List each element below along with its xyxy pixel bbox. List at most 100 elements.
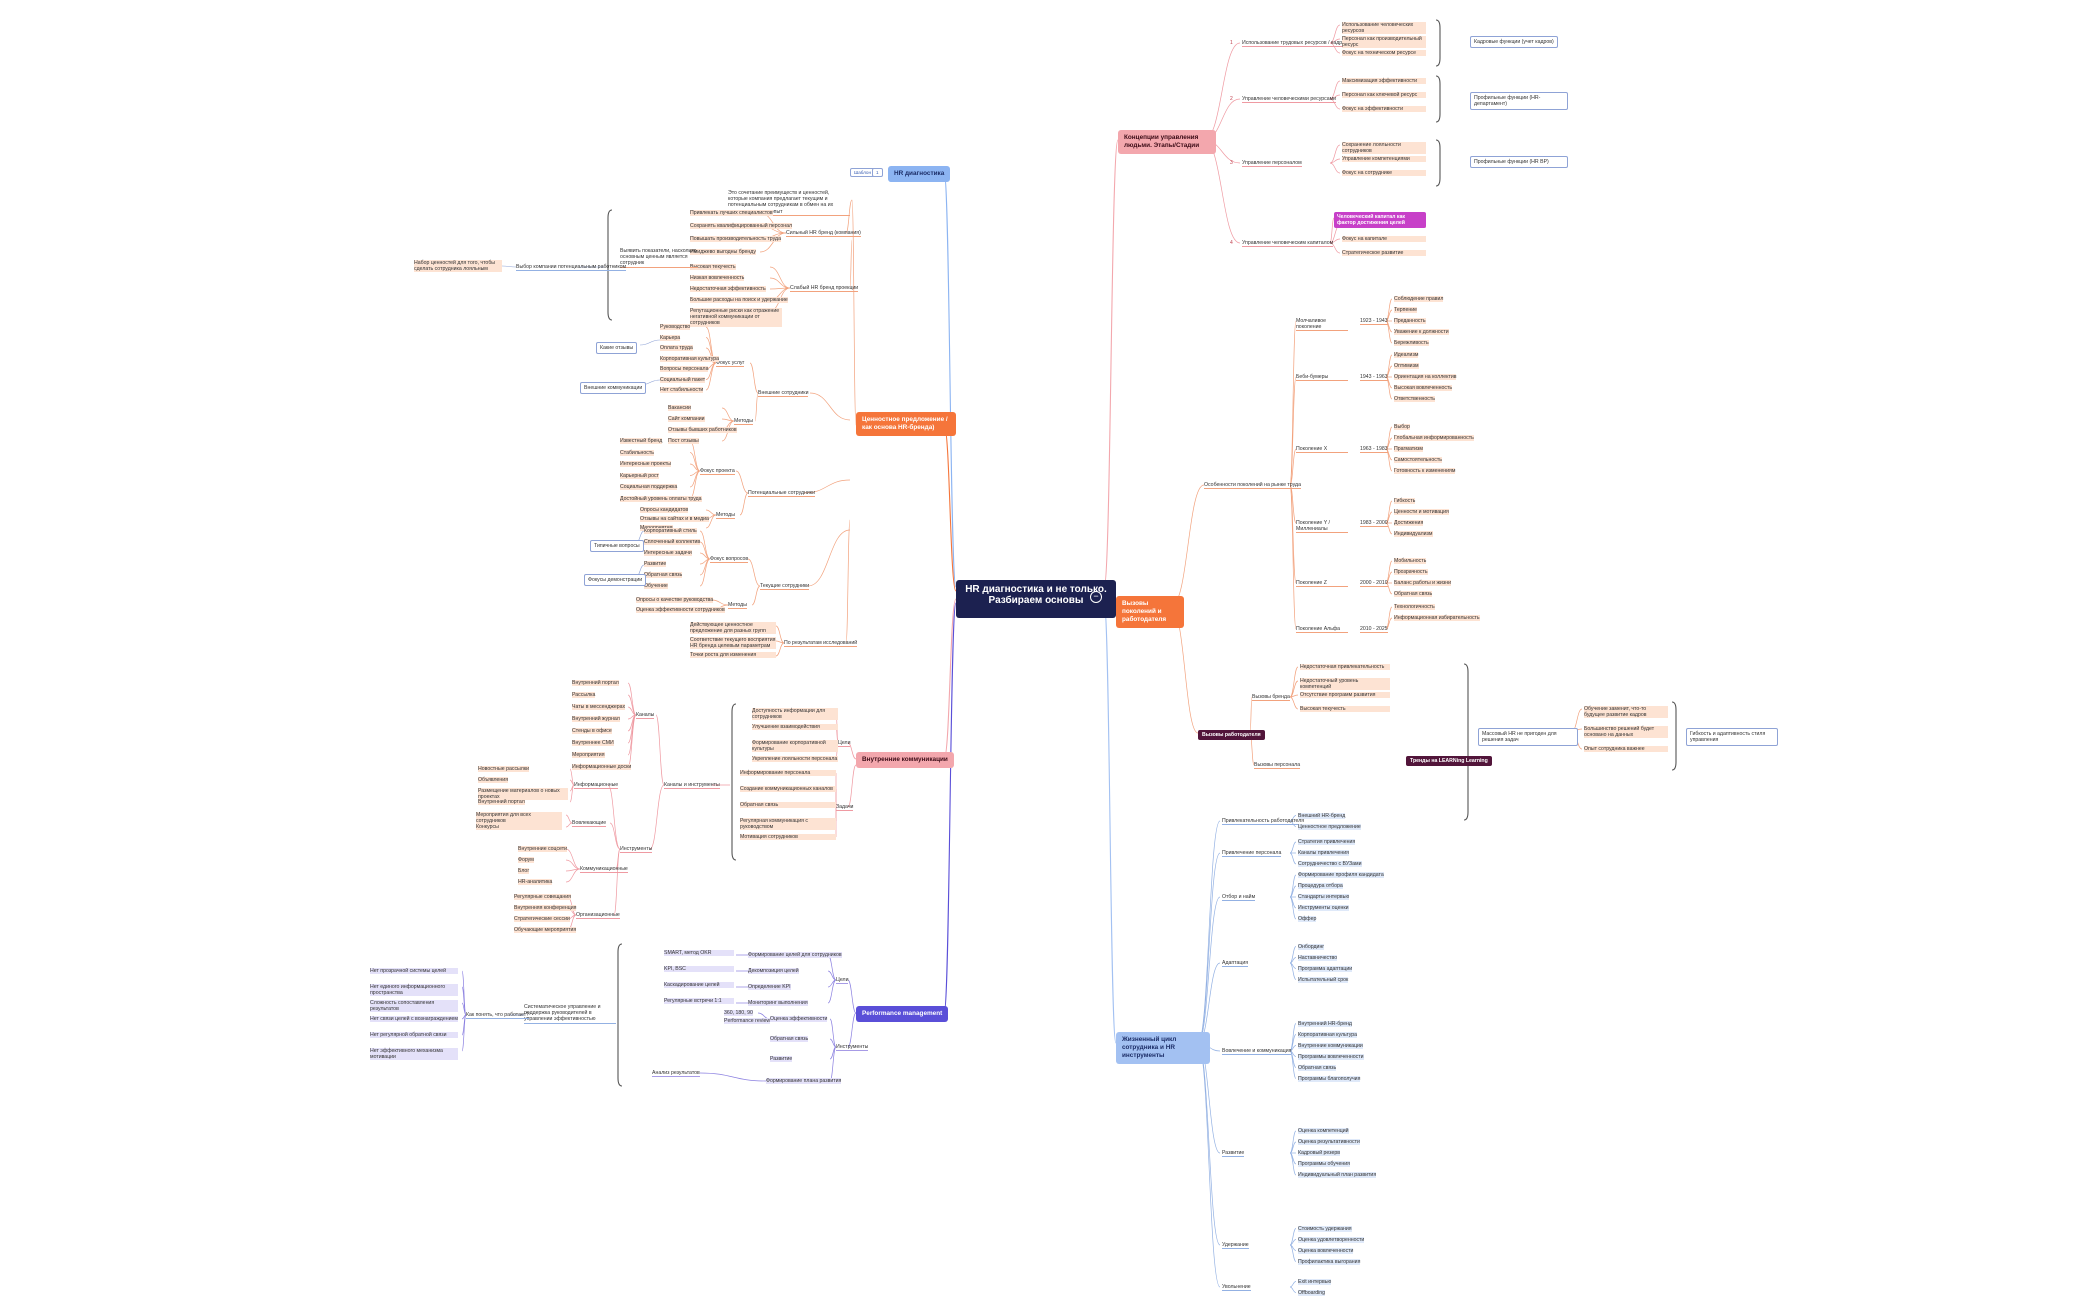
performance-goal-method[interactable]: KPI, BSC — [664, 966, 734, 973]
performance-goal-method[interactable]: SMART, метод OKR — [664, 950, 734, 957]
research-result-item[interactable]: Соответствие текущего восприятия HR брен… — [690, 637, 776, 650]
performance-tool-method[interactable]: Performance review — [724, 1018, 771, 1025]
channel-item[interactable]: Стенды в офисе — [572, 728, 612, 735]
concept-stage-item[interactable]: Стратегическое развитие — [1342, 250, 1426, 257]
concept-stage-node[interactable]: Управление человеческими ресурсами — [1242, 96, 1337, 104]
generation-trait[interactable]: Ценности и мотивация — [1394, 509, 1449, 516]
lifecycle-stage-item[interactable]: Ценностное предложение — [1298, 823, 1361, 830]
org-tool-item[interactable]: Внутренняя конференция — [514, 905, 577, 912]
performance-goal-item[interactable]: Мониторинг выполнения — [748, 1000, 808, 1007]
employer-choice-node[interactable]: Выбор компании потенциальным работником — [516, 264, 627, 272]
lifecycle-stage-item[interactable]: Онбординг — [1298, 943, 1325, 950]
lifecycle-stage-item[interactable]: Сотрудничество с ВУЗами — [1298, 861, 1362, 868]
trend-note[interactable]: Опыт сотрудника важнее — [1584, 746, 1668, 753]
employer-challenges-head[interactable]: Вызовы работодателя — [1198, 730, 1265, 741]
concept-stage-item[interactable]: Фокус на сотруднике — [1342, 170, 1426, 177]
lifecycle-stage-item[interactable]: Оценка вовлеченности — [1298, 1247, 1354, 1254]
lifecycle-stage-item[interactable]: Стратегия привлечения — [1298, 839, 1356, 846]
generations-head-node[interactable]: Особенности поколений на рынке труда — [1204, 482, 1301, 490]
channels-group-node[interactable]: Каналы и инструменты — [664, 782, 720, 790]
learning-trends-tag[interactable]: Тренды на LEARNing Learning — [1406, 756, 1492, 767]
generation-trait[interactable]: Гибкость — [1394, 498, 1416, 505]
org-tool-item[interactable]: Стратегические сессии — [514, 916, 570, 923]
internal-task-item[interactable]: Информирование персонала — [740, 770, 836, 777]
external-focus-item[interactable]: Вопросы персонала — [660, 366, 709, 373]
performance-goal-method[interactable]: Каскадирование целей — [664, 982, 734, 989]
concept-stage-item[interactable]: Персонал как ключевой ресурс — [1342, 92, 1426, 99]
lifecycle-stage-item[interactable]: Стандарты интервью — [1298, 894, 1350, 901]
lifecycle-stage-item[interactable]: Программы вовлеченности — [1298, 1053, 1364, 1060]
lifecycle-stage-item[interactable]: Каналы привлечения — [1298, 850, 1349, 857]
branch-value-proposition[interactable]: Ценностное предложение / как основа HR-б… — [856, 412, 956, 436]
internal-goals-node[interactable]: Цели — [838, 740, 851, 748]
generation-trait[interactable]: Информационная избирательность — [1394, 615, 1480, 622]
research-results-node[interactable]: По результатам исследований — [784, 640, 858, 648]
lifecycle-stage-node[interactable]: Развитие — [1222, 1150, 1245, 1158]
generation-years[interactable]: 1943 - 1963 — [1360, 374, 1388, 382]
weak-brand-item[interactable]: Недостаточная эффективность — [690, 286, 766, 293]
lifecycle-stage-item[interactable]: Внутренние коммуникации — [1298, 1042, 1363, 1049]
current-focus-item[interactable]: Сплоченный коллектив — [644, 539, 701, 546]
communication-tools-node[interactable]: Коммуникационные — [580, 866, 628, 874]
generation-node[interactable]: Поколение Z — [1296, 580, 1348, 588]
concept-stage-note[interactable]: Профильные функции (HR BP) — [1470, 156, 1568, 169]
lifecycle-stage-item[interactable]: Процедура отбора — [1298, 883, 1343, 890]
channel-item[interactable]: Рассылка — [572, 692, 596, 699]
typical-questions-box[interactable]: Типичные вопросы — [590, 540, 644, 553]
concept-stage-item[interactable]: Фокус на техническом ресурсе — [1342, 50, 1426, 57]
external-focus-item[interactable]: Нет стабильности — [660, 387, 704, 394]
lifecycle-stage-node[interactable]: Адаптация — [1222, 960, 1249, 968]
performance-problem-item[interactable]: Нет прозрачной системы целей — [370, 968, 458, 975]
concept-stage-note[interactable]: Профильные функции (HR-департамент) — [1470, 92, 1568, 111]
generation-years[interactable]: 1923 - 1943 — [1360, 318, 1388, 326]
channel-item[interactable]: Мероприятия — [572, 752, 605, 759]
performance-goal-method[interactable]: Регулярные встречи 1:1 — [664, 998, 734, 1005]
root-topic[interactable]: HR диагностика и не только. Разбираем ос… — [956, 580, 1116, 618]
branch-generations[interactable]: Вызовы поколений и работодателя — [1116, 596, 1184, 628]
lifecycle-stage-item[interactable]: Offboarding — [1298, 1289, 1326, 1296]
generation-trait[interactable]: Обратная связь — [1394, 591, 1433, 598]
lifecycle-stage-item[interactable]: Профилактика выгорания — [1298, 1258, 1361, 1265]
weak-brand-item[interactable]: Высокая текучесть — [690, 264, 736, 271]
performance-problem-item[interactable]: Нет единого информационного пространства — [370, 984, 458, 997]
generation-trait[interactable]: Баланс работы и жизни — [1394, 580, 1452, 587]
concept-stage-item[interactable]: Управление компетенциями — [1342, 156, 1426, 163]
concept-stage-item[interactable]: Фокус на капитале — [1342, 236, 1426, 243]
weak-brand-node[interactable]: Слабый HR бренд проекции — [790, 285, 859, 293]
lifecycle-stage-item[interactable]: Программы обучения — [1298, 1161, 1350, 1168]
lifecycle-stage-node[interactable]: Отбор и найм — [1222, 894, 1256, 902]
performance-goals-node[interactable]: Цели — [836, 977, 849, 985]
potential-focus-item[interactable]: Достойный уровень оплаты труда — [620, 495, 702, 502]
current-methods-node[interactable]: Методы — [728, 602, 747, 610]
concept-stage-item[interactable]: Сохранение лояльности сотрудников — [1342, 142, 1426, 155]
current-focus-item[interactable]: Обратная связь — [644, 572, 683, 579]
weak-brand-item[interactable]: Репутационные риски как отражение негати… — [690, 308, 782, 327]
external-focus-item[interactable]: Руководство — [660, 324, 691, 331]
generation-node[interactable]: Беби-бумеры — [1296, 374, 1348, 382]
performance-goal-item[interactable]: Декомпозиция целей — [748, 968, 799, 975]
channel-item[interactable]: Внутренний портал — [572, 680, 619, 687]
info-tool-item[interactable]: Размещение материалов о новых проектах — [478, 788, 568, 801]
org-tool-item[interactable]: Регулярные совещания — [514, 894, 571, 901]
external-focus-item[interactable]: Оплата труда — [660, 345, 693, 352]
lifecycle-stage-item[interactable]: Стоимость удержания — [1298, 1225, 1352, 1232]
concept-stage-item[interactable]: Использование человеческих ресурсов — [1342, 22, 1426, 35]
branch-internal-communications[interactable]: Внутренние коммуникации — [856, 752, 954, 768]
performance-tool-item[interactable]: Обратная связь — [770, 1036, 809, 1043]
internal-goal-item[interactable]: Формирование корпоративной культуры — [752, 740, 838, 753]
info-tools-node[interactable]: Информационные — [574, 782, 619, 790]
potential-focus-node[interactable]: Фокус проекта — [700, 468, 735, 476]
strong-brand-item[interactable]: Повышать производительность труда — [690, 236, 781, 243]
communication-tool-item[interactable]: Блог — [518, 868, 530, 875]
external-reviews-box[interactable]: Какие отзывы — [596, 342, 638, 355]
current-focus-item[interactable]: Развитие — [644, 561, 667, 568]
engage-tool-item[interactable]: Конкурсы — [476, 824, 562, 831]
concept-stage-item[interactable]: Персонал как производительный ресурс — [1342, 36, 1426, 49]
lifecycle-stage-item[interactable]: Формирование профиля кандидата — [1298, 872, 1384, 879]
generation-node[interactable]: Молчаливое поколение — [1296, 318, 1348, 332]
generation-trait[interactable]: Ответственность — [1394, 396, 1435, 403]
concept-stage-item[interactable]: Фокус на эффективности — [1342, 106, 1426, 113]
external-focus-item[interactable]: Корпоративная культура — [660, 355, 720, 362]
lifecycle-stage-item[interactable]: Кадровый резерв — [1298, 1150, 1341, 1157]
engage-tool-item[interactable]: Мероприятия для всех сотрудников — [476, 812, 562, 825]
